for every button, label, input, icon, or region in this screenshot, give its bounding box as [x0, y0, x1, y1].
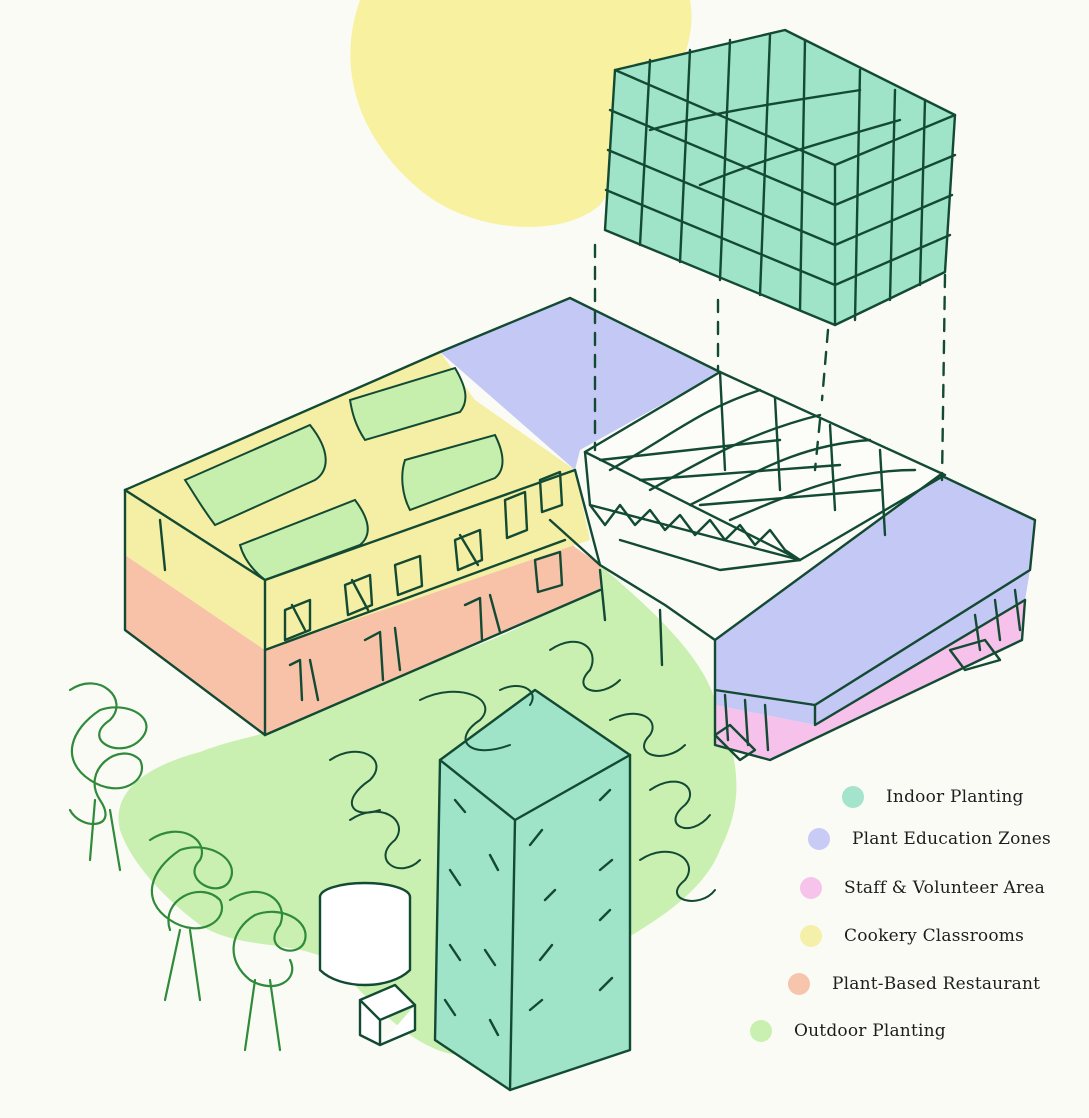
axonometric-sketch: [0, 0, 1089, 1118]
